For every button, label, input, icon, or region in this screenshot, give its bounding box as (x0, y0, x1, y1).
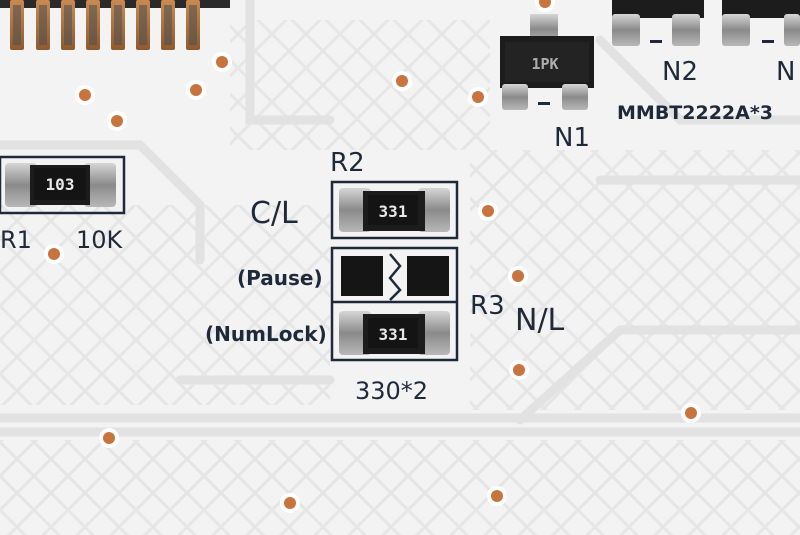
resistor-r1: 103 (0, 155, 126, 215)
label-r1: R1 (0, 226, 32, 254)
label-transistors: MMBT2222A*3 (617, 102, 773, 124)
label-r2: R2 (330, 148, 365, 178)
n1-chip-code: 1PK (531, 55, 558, 73)
solder-jumper (330, 246, 459, 362)
label-n1: N1 (554, 123, 590, 153)
r2-chip-code: 331 (379, 202, 408, 221)
r3-chip-code: 331 (379, 325, 408, 344)
ground-fill (0, 20, 800, 535)
traces (0, 0, 800, 437)
vias (44, 0, 701, 513)
resistor-r3: 331 (339, 311, 450, 355)
label-n3: N (776, 57, 795, 87)
transistor-n3 (722, 0, 800, 46)
connector-pins (0, 0, 230, 50)
label-cl: C/L (250, 196, 298, 231)
label-pause: (Pause) (237, 266, 323, 290)
r1-chip-code: 103 (46, 175, 75, 194)
label-numlock: (NumLock) (205, 322, 327, 346)
label-nl: N/L (515, 303, 565, 338)
label-r-values: 330*2 (355, 377, 428, 405)
transistor-n1: 1PK (500, 14, 594, 110)
label-r3: R3 (470, 291, 505, 321)
transistor-n2 (612, 0, 704, 46)
silkscreen-labels: R1 10K R2 C/L (Pause) (NumLock) R3 N/L 3… (0, 57, 795, 405)
label-r1-value: 10K (76, 226, 124, 254)
resistor-r2: 331 (330, 180, 459, 240)
label-n2: N2 (662, 57, 698, 87)
